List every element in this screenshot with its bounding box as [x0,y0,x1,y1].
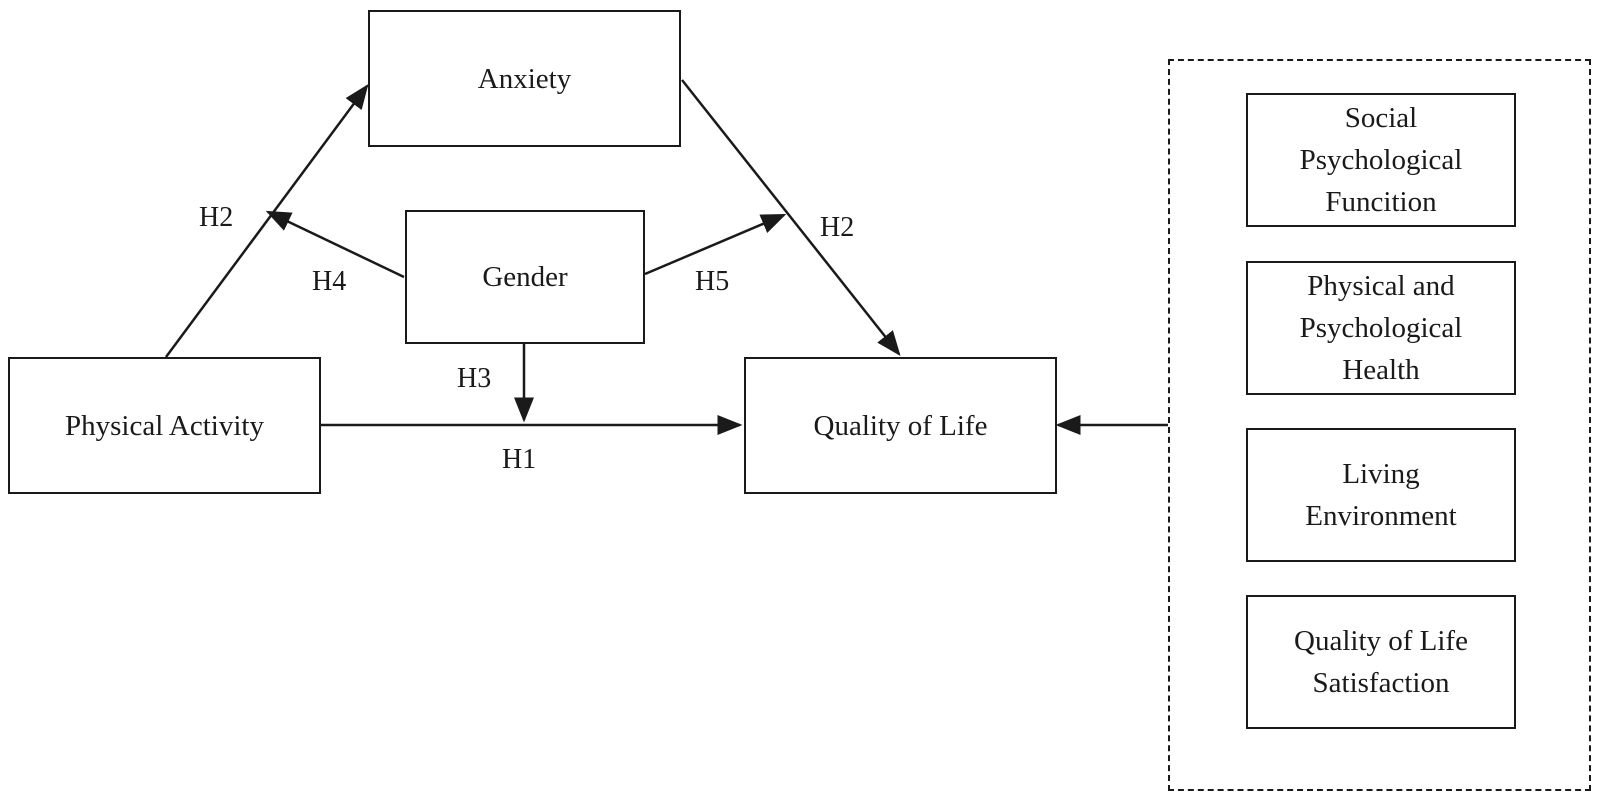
hypothesis-label-h2-left: H2 [199,202,234,233]
hypothesis-label-h3: H3 [457,363,492,394]
dimension-label-health: Physical and Psychological Health [1299,270,1463,386]
anxiety-label: Anxiety [477,62,572,95]
hypothesis-label-h5: H5 [695,266,730,297]
anxiety-box: Anxiety [368,10,681,147]
quality-of-life-label: Quality of Life [813,409,988,442]
dimension-box-health: Physical and Psychological Health [1246,261,1516,395]
hypothesis-label-h1: H1 [502,444,537,475]
dimension-box-social: Social Psychological Funcition [1246,93,1516,227]
dimension-label-social: Social Psychological Funcition [1299,102,1463,218]
dimension-box-satisfaction: Quality of Life Satisfaction [1246,595,1516,729]
dimension-label-satisfaction: Quality of Life Satisfaction [1294,625,1468,699]
arrow-gender-to-h2-left-path [265,210,405,279]
physical-activity-box: Physical Activity [8,357,321,494]
physical-activity-label: Physical Activity [65,409,264,442]
gender-label: Gender [482,261,568,293]
arrow-gender-to-h2-right-path [644,213,787,276]
quality-of-life-dimensions-panel [1168,59,1591,791]
dimension-label-environment: Living Environment [1305,458,1457,532]
arrow-activity-to-anxiety [164,83,369,358]
hypothesis-label-h2-right: H2 [820,212,855,243]
hypothesis-label-h4: H4 [312,266,347,297]
gender-box: Gender [405,210,645,344]
quality-of-life-box: Quality of Life [744,357,1057,494]
dimension-box-environment: Living Environment [1246,428,1516,562]
arrow-anxiety-to-quality [681,79,901,356]
